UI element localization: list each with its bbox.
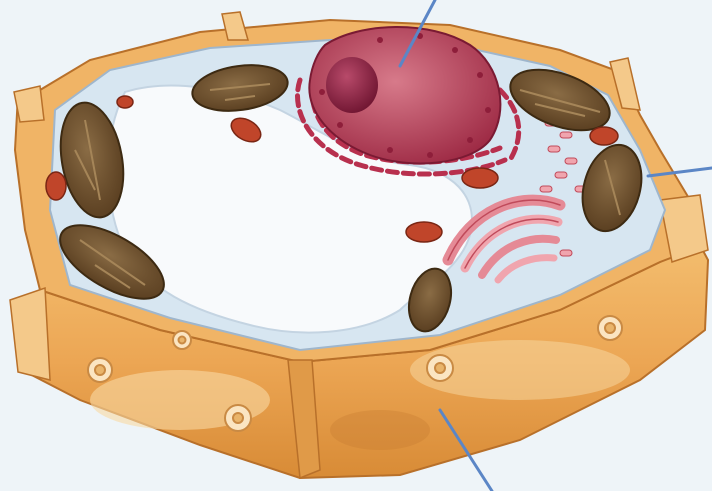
wall-ridge-topleft	[14, 86, 44, 122]
nucleolus-icon	[326, 57, 378, 113]
wall-shadow	[330, 410, 430, 450]
